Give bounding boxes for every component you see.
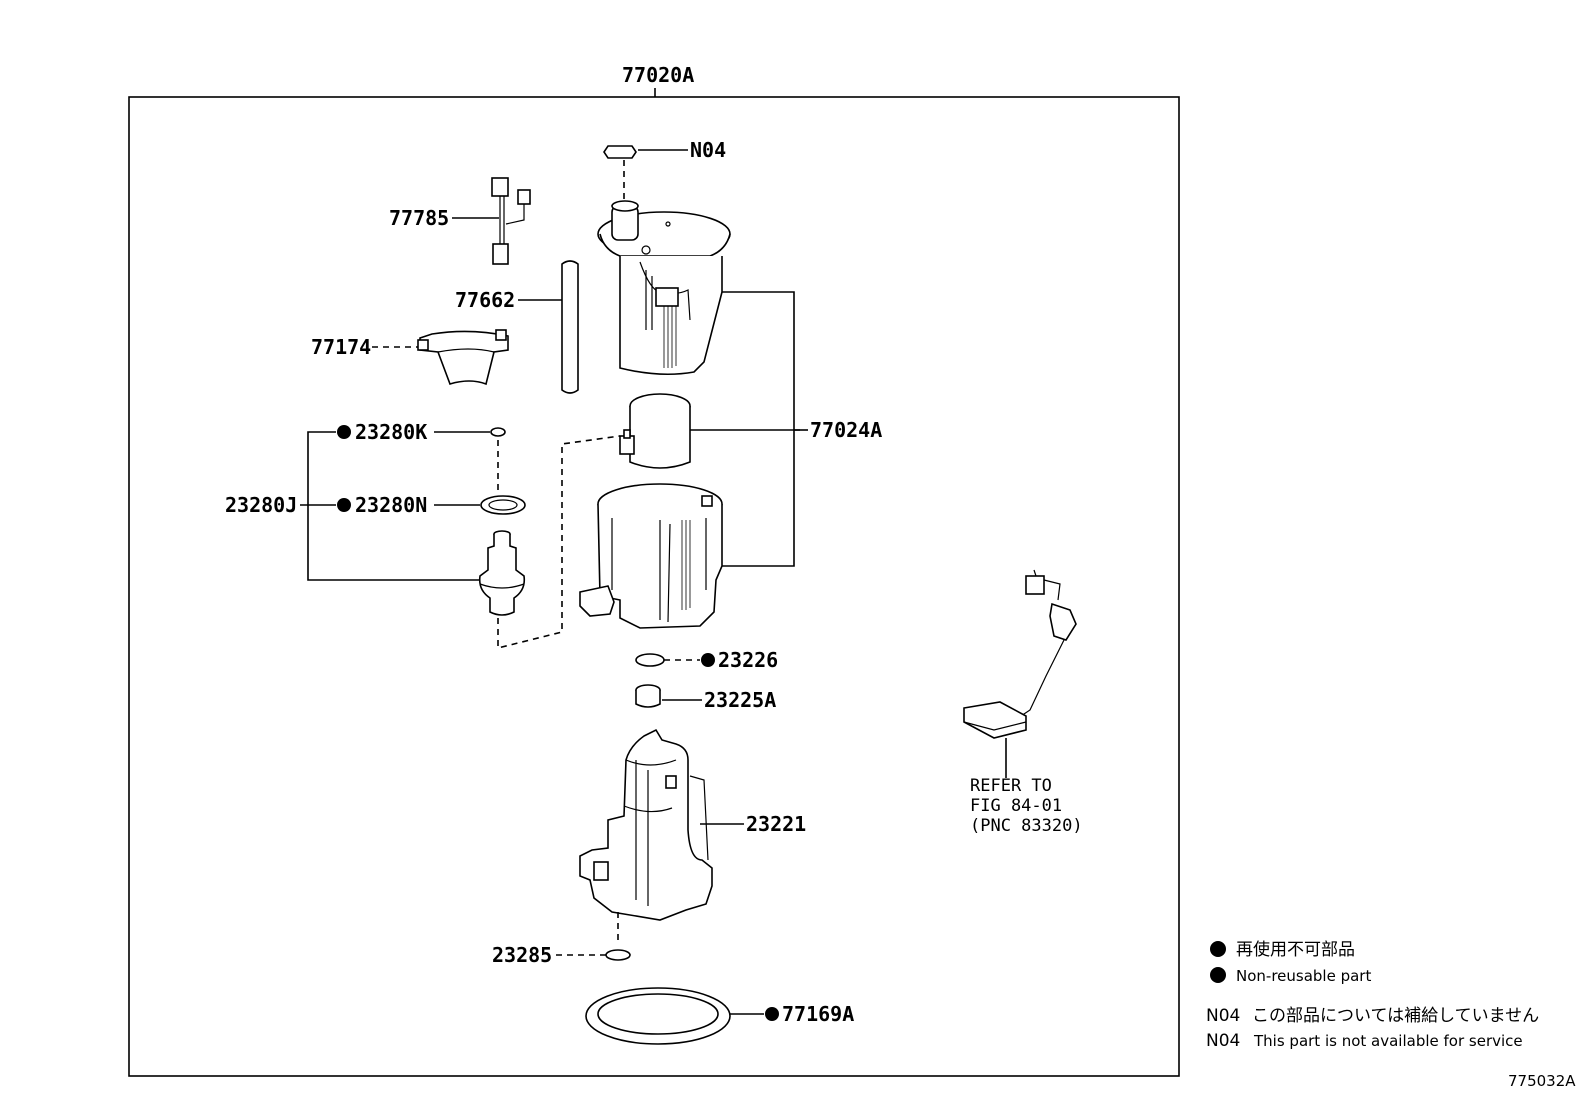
ring-23285[interactable] (605, 949, 631, 961)
label-23280j[interactable]: 23280J (225, 493, 297, 517)
fuel-reservoir[interactable] (579, 483, 723, 629)
label-23225a[interactable]: 23225A (704, 688, 776, 712)
non-reusable-mark-23280n (337, 498, 351, 512)
legend-bullet-icon (1210, 941, 1226, 957)
non-reusable-mark-23280k (337, 425, 351, 439)
legend-n04-en: This part is not available for service (1253, 1032, 1523, 1050)
figure-id: 775032A (1508, 1072, 1576, 1090)
legend-n04-jp: この部品については補給していません (1252, 1006, 1539, 1026)
label-77662[interactable]: 77662 (455, 288, 515, 312)
label-23280k[interactable]: 23280K (355, 420, 427, 444)
label-23221[interactable]: 23221 (746, 812, 806, 836)
refer-line-1: REFER TO (970, 776, 1052, 796)
washer-23226[interactable] (635, 653, 665, 667)
fuel-level-sender[interactable] (963, 569, 1077, 778)
bracket-77174[interactable] (372, 329, 509, 386)
non-reusable-mark-77169a (765, 1007, 779, 1021)
label-n04[interactable]: N04 (690, 138, 726, 162)
assembly-label[interactable]: 77020A (622, 63, 694, 87)
bushing-23225a[interactable] (635, 684, 702, 708)
label-77785[interactable]: 77785 (389, 206, 449, 230)
legend-bullet-en: Non-reusable part (1236, 967, 1371, 985)
label-77024a[interactable]: 77024A (810, 418, 882, 442)
non-reusable-mark-23226 (701, 653, 715, 667)
label-23280n[interactable]: 23280N (355, 493, 427, 517)
label-23226[interactable]: 23226 (718, 648, 778, 672)
fuel-pump-23221[interactable] (579, 728, 744, 921)
legend-n04-code-1: N04 (1206, 1006, 1240, 1026)
o-ring-23280k[interactable] (490, 427, 506, 437)
legend-n04-code-2: N04 (1206, 1031, 1240, 1051)
label-23285[interactable]: 23285 (492, 943, 552, 967)
gasket-77169a[interactable] (585, 987, 764, 1045)
label-77169a[interactable]: 77169A (782, 1002, 854, 1026)
legend-bullet-jp: 再使用不可部品 (1236, 939, 1355, 960)
o-ring-23280n[interactable] (480, 495, 526, 515)
legend-bullet-icon-2 (1210, 967, 1226, 983)
fuel-filter-upper[interactable] (619, 393, 800, 469)
fuel-sender-flange[interactable] (597, 200, 731, 376)
n04-part[interactable] (603, 145, 688, 200)
tube-77662[interactable] (518, 260, 579, 394)
label-77174[interactable]: 77174 (311, 335, 371, 359)
pressure-regulator[interactable] (478, 530, 526, 616)
refer-line-3: (PNC 83320) (970, 816, 1083, 836)
wire-harness-77785[interactable] (452, 177, 531, 265)
assembly-frame (128, 96, 1180, 1077)
refer-line-2: FIG 84-01 (970, 796, 1062, 816)
